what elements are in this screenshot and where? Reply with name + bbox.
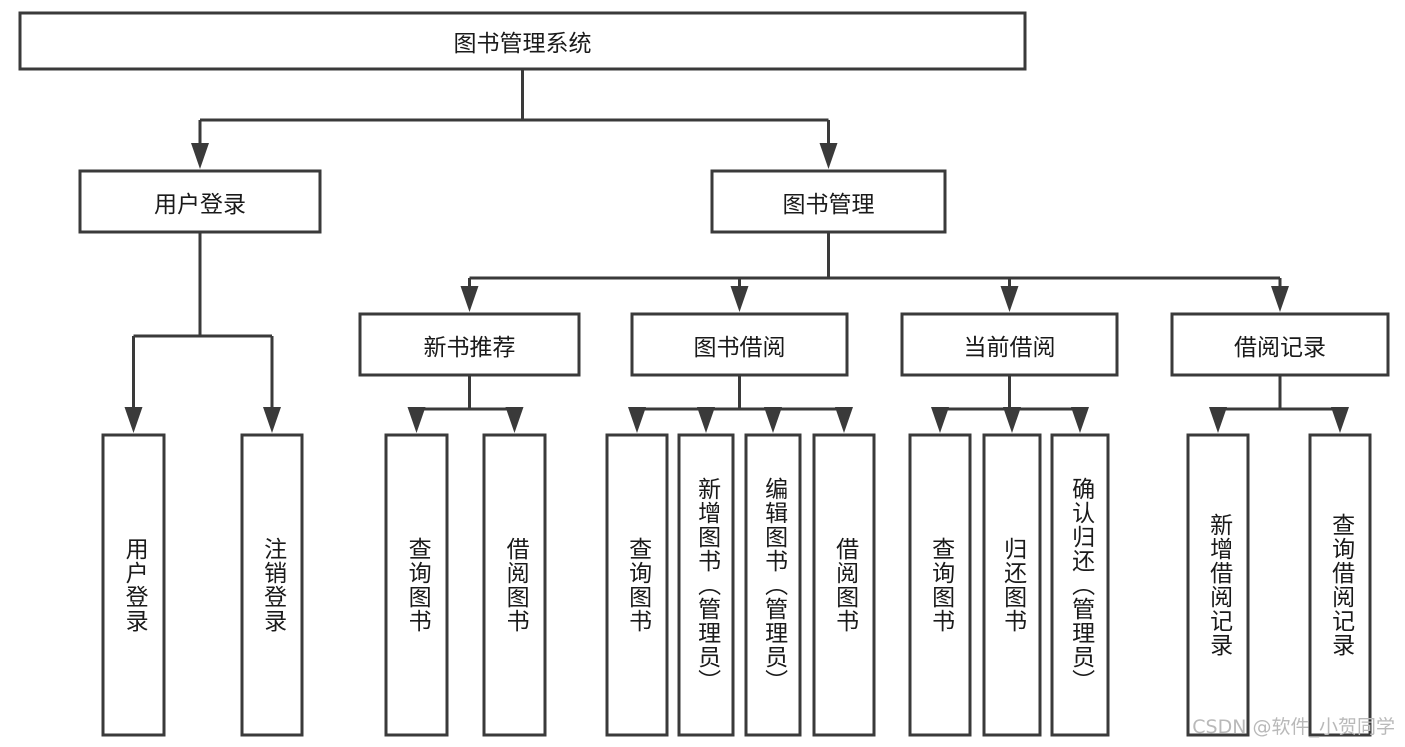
arrow-icon-to-leaf-node-注销登录 [263, 407, 281, 433]
level3-4-node-借阅记录[interactable] [1170, 312, 1390, 377]
leaf-10-node-归还图书[interactable] [982, 433, 1042, 737]
arrow-icon-to-leaf-node-借阅图书 [505, 407, 524, 433]
nodes-layer [18, 11, 1390, 737]
leaf-9-node-查询图书[interactable] [908, 433, 972, 737]
arrow-icon-to-leaf-node-新增图书管理员 [697, 407, 715, 433]
arrow-icon-to-leaf-node-用户登录 [124, 407, 143, 433]
level3-3-node-当前借阅[interactable] [900, 312, 1119, 377]
leaf-8-node-借阅图书[interactable] [812, 433, 876, 737]
arrow-icon-to-node-当前借阅 [1000, 286, 1019, 312]
leaf-3-node-查询图书[interactable] [384, 433, 449, 737]
root-1-node-图书管理系统[interactable] [18, 11, 1027, 71]
arrow-icon-to-leaf-node-编辑图书管理员 [764, 407, 782, 433]
leaf-5-node-查询图书[interactable] [605, 433, 669, 737]
arrow-icon-to-leaf-node-借阅图书 [835, 407, 853, 433]
edges-layer [124, 69, 1349, 433]
leaf-7-node-编辑图书管理员[interactable] [744, 433, 802, 737]
arrow-icon-to-node-新书推荐 [460, 286, 479, 312]
leaf-1-node-用户登录[interactable] [101, 433, 166, 737]
arrow-icon-to-leaf-node-归还图书 [1003, 407, 1021, 433]
arrow-icon-to-node-图书管理 [819, 143, 838, 169]
leaf-4-node-借阅图书[interactable] [482, 433, 547, 737]
level3-1-node-新书推荐[interactable] [358, 312, 581, 377]
level2-1-node-用户登录[interactable] [78, 169, 322, 234]
leaf-11-node-确认归还管理员[interactable] [1050, 433, 1110, 737]
leaf-13-node-查询借阅记录[interactable] [1308, 433, 1372, 737]
arrow-icon-to-leaf-node-查询图书 [407, 407, 426, 433]
level2-2-node-图书管理[interactable] [710, 169, 947, 234]
arrow-icon-to-leaf-node-查询图书 [931, 407, 949, 433]
leaf-12-node-新增借阅记录[interactable] [1186, 433, 1250, 737]
arrow-icon-to-leaf-node-查询图书 [628, 407, 646, 433]
arrow-icon-to-leaf-node-确认归还管理员 [1071, 407, 1089, 433]
arrow-icon-to-node-图书借阅 [730, 286, 749, 312]
arrow-icon-to-node-借阅记录 [1271, 286, 1289, 312]
arrow-icon-to-leaf-node-新增借阅记录 [1209, 407, 1227, 433]
leaf-6-node-新增图书管理员[interactable] [677, 433, 735, 737]
level3-2-node-图书借阅[interactable] [630, 312, 849, 377]
leaf-2-node-注销登录[interactable] [240, 433, 304, 737]
arrow-icon-to-node-用户登录 [191, 143, 209, 169]
arrow-icon-to-leaf-node-查询借阅记录 [1331, 407, 1349, 433]
